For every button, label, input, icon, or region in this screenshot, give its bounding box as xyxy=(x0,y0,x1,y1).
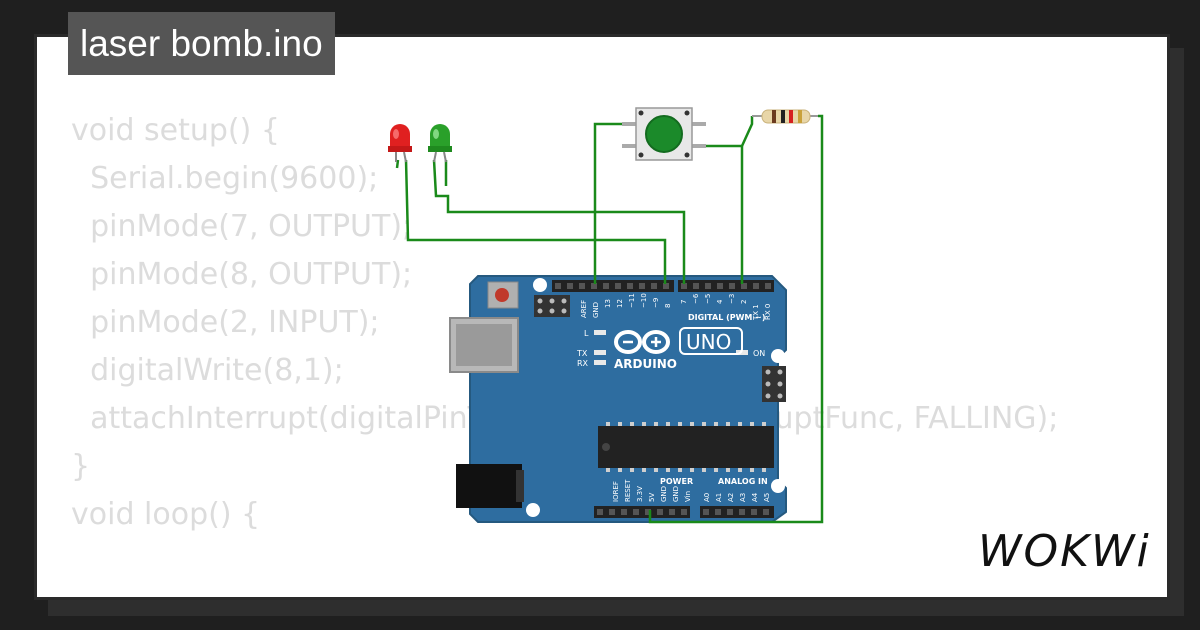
arduino-uno-board[interactable]: AREF GND 13 12 ~11 ~10 ~9 8 7 ~6 ~5 4 ~3… xyxy=(449,275,787,523)
code-preview: void setup() { Serial.begin(9600); pinMo… xyxy=(71,107,1058,539)
power-jack-edge xyxy=(516,470,524,502)
pin-label: 8 xyxy=(664,304,672,308)
code-line: } xyxy=(71,449,91,484)
pin-label: 7 xyxy=(680,300,688,304)
pin-label: A2 xyxy=(727,493,735,502)
l-label: L xyxy=(584,329,589,338)
on-led xyxy=(736,350,748,355)
red-led[interactable] xyxy=(388,124,412,163)
icsp-header-right xyxy=(762,366,786,402)
tx-label: TX xyxy=(576,349,588,358)
pin-label: IOREF xyxy=(612,481,620,502)
pin-label: GND xyxy=(660,486,668,502)
pin-label: A4 xyxy=(751,492,759,502)
microcontroller-chip xyxy=(598,426,774,468)
code-line: pinMode(8, OUTPUT); xyxy=(71,257,413,292)
pin-label: RESET xyxy=(624,479,632,502)
pin-label: TX 1 xyxy=(752,304,760,321)
wire-resistor-button[interactable] xyxy=(740,116,754,147)
pin-label: 13 xyxy=(604,299,612,308)
code-line: digitalWrite(8,1); xyxy=(71,353,344,388)
code-line: pinMode(2, INPUT); xyxy=(71,305,380,340)
pin-label: ~6 xyxy=(692,293,700,304)
code-line: Serial.begin(9600); xyxy=(71,161,379,196)
digital-header-right[interactable] xyxy=(678,280,774,292)
reset-button-cap[interactable] xyxy=(495,288,509,302)
pin-label: ~9 xyxy=(652,298,660,308)
pin-label: A1 xyxy=(715,493,723,502)
pin-label: ~3 xyxy=(728,294,736,304)
pin-label: ~11 xyxy=(628,293,636,308)
wokwi-logo[interactable]: WOKWi xyxy=(978,526,1151,577)
pin-label: ~10 xyxy=(640,293,648,308)
pin-label: A0 xyxy=(703,493,711,502)
bottom-header-pins xyxy=(597,509,769,515)
power-jack xyxy=(456,464,522,508)
bottom-pin-labels: IOREF RESET 3.3V 5V GND GND Vin A0 A1 A2… xyxy=(612,479,771,502)
pin-label: AREF xyxy=(580,300,588,318)
wire-resistor-5v[interactable] xyxy=(648,114,824,524)
digital-header-pins xyxy=(555,283,771,289)
pin-label: 12 xyxy=(616,299,624,308)
chip-pins xyxy=(606,422,766,472)
analog-label: ANALOG IN xyxy=(718,477,768,486)
icsp-header-top xyxy=(534,295,570,317)
analog-header[interactable] xyxy=(700,506,774,518)
wire-green-led[interactable] xyxy=(432,159,686,284)
top-pin-labels: AREF GND 13 12 ~11 ~10 ~9 8 7 ~6 ~5 4 ~3… xyxy=(580,293,772,321)
project-title[interactable]: laser bomb.ino xyxy=(68,12,335,75)
wire-button-pin2[interactable] xyxy=(692,144,744,284)
pin-label: 3.3V xyxy=(636,486,644,502)
pin-label: GND xyxy=(592,302,600,318)
power-header[interactable] xyxy=(594,506,690,518)
pushbutton[interactable] xyxy=(622,107,706,161)
tx-led xyxy=(594,350,606,355)
pin-label: GND xyxy=(672,486,680,502)
mount-hole xyxy=(526,503,540,517)
rx-led xyxy=(594,360,606,365)
power-label: POWER xyxy=(660,477,693,486)
resistor[interactable] xyxy=(752,109,818,124)
pin-label: 5V xyxy=(648,493,656,502)
code-line: void loop() { xyxy=(71,497,261,532)
chip-notch xyxy=(602,443,610,451)
green-led[interactable] xyxy=(428,124,452,163)
pushbutton-cap[interactable] xyxy=(645,115,683,153)
usb-port-inner xyxy=(456,324,512,366)
pin-label: RX 0 xyxy=(764,304,772,320)
pin-label: ~5 xyxy=(704,294,712,304)
uno-label: UNO xyxy=(686,330,731,354)
mount-hole xyxy=(771,479,785,493)
wire-red-led-stub[interactable] xyxy=(395,159,400,169)
l-led xyxy=(594,330,606,335)
uno-badge xyxy=(679,327,743,355)
pin-label: 2 xyxy=(740,300,748,304)
rx-label: RX xyxy=(577,359,589,368)
wire-red-led[interactable] xyxy=(404,159,667,284)
mount-hole xyxy=(771,349,785,363)
pin-label: A5 xyxy=(763,493,771,502)
mount-hole xyxy=(533,278,547,292)
on-label: ON xyxy=(753,349,765,358)
code-line: void setup() { xyxy=(71,113,280,148)
pin-label: A3 xyxy=(739,493,747,502)
pin-label: Vin xyxy=(684,491,692,502)
arduino-logo-symbols xyxy=(623,337,661,347)
pin-label: 4 xyxy=(716,299,724,304)
arduino-wordmark: ARDUINO xyxy=(614,357,677,371)
arduino-logo-icon xyxy=(614,330,670,354)
digital-label: DIGITAL (PWM ~) xyxy=(688,313,766,322)
code-line: pinMode(7, OUTPUT); xyxy=(71,209,413,244)
